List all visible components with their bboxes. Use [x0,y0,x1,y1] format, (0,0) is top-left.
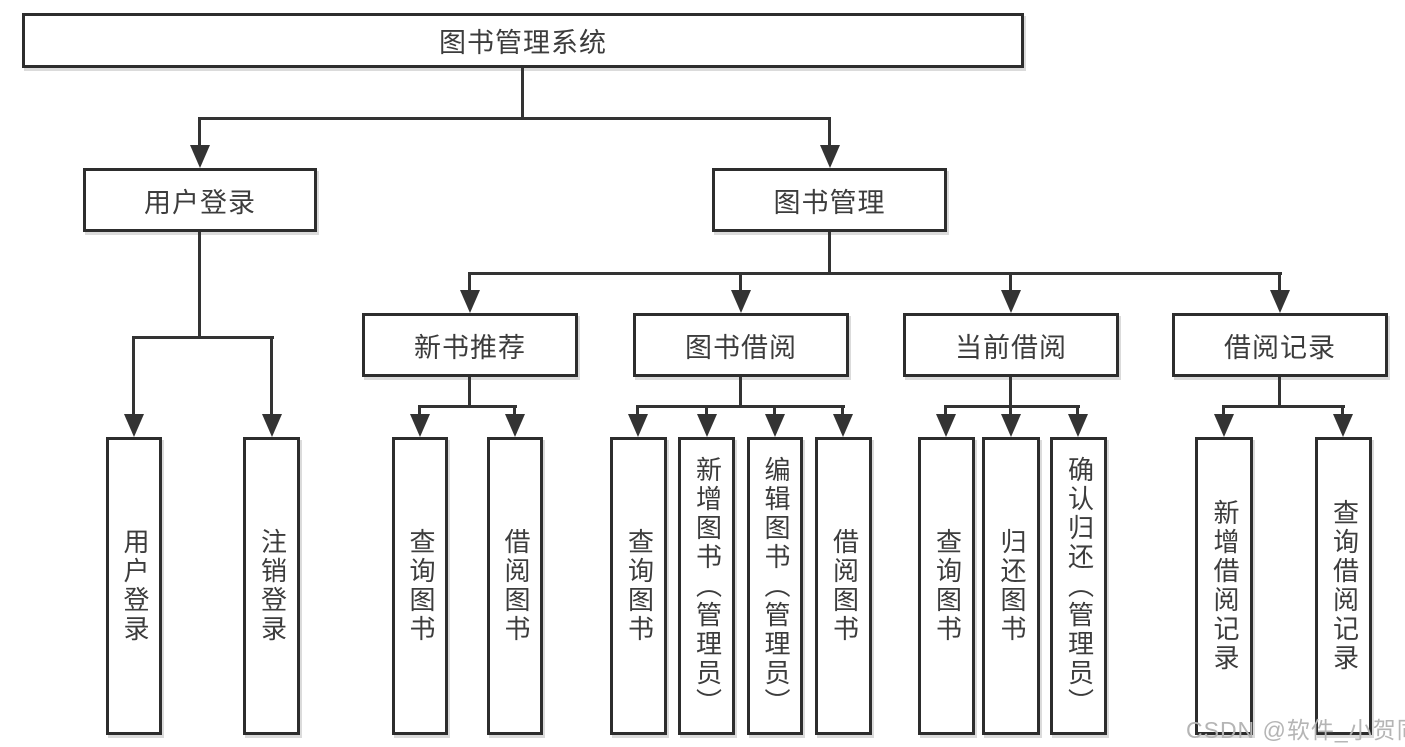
arrowhead-down-icon [731,290,751,313]
node-user-login-label: 用户登录 [144,187,256,218]
connector-user-drop [198,232,201,336]
node-new-book-recommend: 新书推荐 [362,313,578,377]
arrowhead-down-icon [460,290,480,313]
connector-group-rail [1223,405,1345,408]
arrowhead-down-icon [820,145,840,168]
connector-group-drop [1278,377,1281,405]
arrowhead-down-icon [410,414,430,437]
node-library-system: 图书管理系统 [22,13,1024,68]
leaf-label: 确认归还（管理员） [1064,455,1095,717]
leaf-label: 用户登录 [119,528,150,644]
leaf-query-books-3: 查询图书 [918,437,975,735]
connector-stem [1009,272,1012,292]
arrowhead-down-icon [833,414,853,437]
node-current-borrow: 当前借阅 [903,313,1119,377]
connector-stem [513,405,516,416]
leaf-edit-books-admin: 编辑图书（管理员） [747,437,803,735]
leaf-label: 查询图书 [405,528,436,644]
node-new-book-recommend-label: 新书推荐 [414,332,526,363]
node-borrow-records: 借阅记录 [1172,313,1388,377]
connector-stem [705,405,708,416]
connector-root-rail [199,117,831,120]
connector-group-rail [419,405,517,408]
node-book-management-label: 图书管理 [773,187,886,218]
connector-stem [1076,405,1079,416]
leaf-label: 新增借阅记录 [1209,499,1240,673]
connector-books-drop [828,232,831,272]
leaf-confirm-return-admin: 确认归还（管理员） [1050,437,1107,735]
arrowhead-down-icon [1001,290,1021,313]
arrowhead-down-icon [1001,414,1021,437]
arrowhead-down-icon [190,145,210,168]
connector-group-rail [945,405,1080,408]
leaf-return-books: 归还图书 [982,437,1040,735]
node-current-borrow-label: 当前借阅 [955,332,1067,363]
arrowhead-down-icon [1214,414,1234,437]
node-book-management: 图书管理 [712,168,947,232]
connector-stem [636,405,639,416]
leaf-borrow-books-2: 借阅图书 [815,437,872,735]
connector-stem [270,336,273,416]
node-library-system-label: 图书管理系统 [439,28,607,58]
leaf-label: 查询图书 [932,528,963,644]
arrowhead-down-icon [936,414,956,437]
leaf-label: 借阅图书 [829,528,860,644]
connector-stem [1341,405,1344,416]
leaf-query-books-2: 查询图书 [610,437,667,735]
leaf-logout: 注销登录 [243,437,300,735]
connector-group-drop [739,377,742,405]
arrowhead-down-icon [1068,414,1088,437]
connector-user-rail [133,336,274,339]
connector-group-drop [1009,377,1012,405]
leaf-query-borrow-record: 查询借阅记录 [1315,437,1372,735]
connector-stem [1278,272,1281,292]
node-book-borrow: 图书借阅 [633,313,849,377]
connector-root-drop [521,68,524,117]
leaf-label: 编辑图书（管理员） [760,455,791,717]
connector-books-rail [469,272,1282,275]
leaf-label: 归还图书 [996,528,1027,644]
node-user-login: 用户登录 [83,168,317,232]
arrowhead-down-icon [628,414,648,437]
leaf-label: 查询图书 [624,528,655,644]
arrowhead-down-icon [262,414,282,437]
arrowhead-down-icon [1333,414,1353,437]
node-book-borrow-label: 图书借阅 [685,332,797,363]
connector-stem-books [828,117,831,148]
leaf-query-books-1: 查询图书 [392,437,448,735]
leaf-label: 借阅图书 [500,528,531,644]
connector-stem [418,405,421,416]
arrowhead-down-icon [124,414,144,437]
connector-stem [773,405,776,416]
leaf-label: 注销登录 [257,528,288,644]
leaf-label: 查询借阅记录 [1329,499,1360,673]
connector-stem-user [198,117,201,148]
connector-stem [739,272,742,292]
arrowhead-down-icon [765,414,785,437]
arrowhead-down-icon [1270,290,1290,313]
connector-stem [841,405,844,416]
arrowhead-down-icon [505,414,525,437]
connector-group-drop [468,377,471,405]
leaf-user-login: 用户登录 [106,437,162,735]
connector-stem [1222,405,1225,416]
connector-stem [944,405,947,416]
leaf-borrow-books-1: 借阅图书 [487,437,543,735]
arrowhead-down-icon [697,414,717,437]
leaf-add-books-admin: 新增图书（管理员） [678,437,735,735]
csdn-watermark: CSDN @软件_小贺同学 [1186,717,1405,743]
connector-stem [468,272,471,292]
connector-stem [1009,405,1012,416]
connector-group-rail [637,405,845,408]
node-borrow-records-label: 借阅记录 [1224,332,1336,363]
leaf-add-borrow-record: 新增借阅记录 [1195,437,1253,735]
connector-stem [132,336,135,416]
leaf-label: 新增图书（管理员） [692,455,723,717]
